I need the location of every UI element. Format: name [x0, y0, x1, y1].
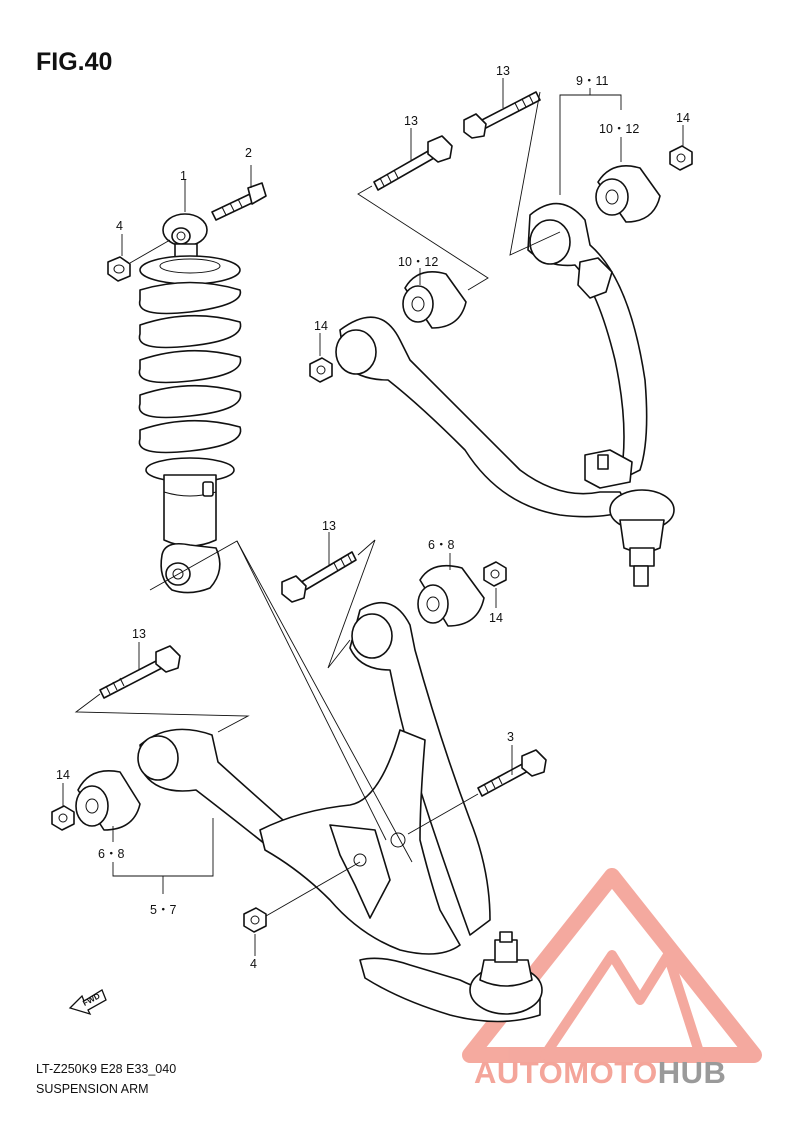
lower-ball-bolt-3 — [477, 749, 547, 797]
diagram-caption: SUSPENSION ARM — [36, 1082, 149, 1096]
coil-spring — [138, 281, 242, 454]
model-code: LT-Z250K9 E28 E33_040 — [36, 1062, 177, 1076]
callout-13-mid: 13 — [322, 519, 336, 533]
lower-arm — [137, 601, 543, 1023]
callout-10-12-mid: 10・12 — [398, 255, 438, 269]
figure-title: FIG.40 — [36, 48, 113, 76]
callout-14-top-right: 14 — [676, 111, 690, 125]
callout-6-8-upper: 6・8 — [428, 538, 454, 552]
lower-bolt-b — [99, 645, 181, 699]
watermark-logo-icon — [462, 868, 762, 1063]
watermark-text: AUTOMOTOHUB — [474, 1055, 726, 1090]
callout-4-bottom: 4 — [250, 957, 257, 971]
callout-13-lower-left: 13 — [132, 627, 146, 641]
upper-arm — [335, 202, 675, 587]
callout-5-7: 5・7 — [150, 903, 176, 917]
lower-bolt-a — [281, 551, 357, 603]
callout-13-upper-left: 13 — [404, 114, 418, 128]
forward-arrow-icon: FWD — [68, 989, 107, 1016]
upper-bush-rear — [402, 271, 467, 329]
upper-nut-b — [309, 357, 333, 383]
upper-bolt-a — [463, 91, 541, 139]
callout-14-upper-left: 14 — [314, 319, 328, 333]
lower-bush-rear — [75, 770, 141, 831]
lower-nut-a — [483, 561, 507, 587]
lower-nut-4 — [243, 907, 267, 933]
shock-bolt-2 — [211, 182, 267, 221]
shock-absorber — [138, 213, 242, 594]
callout-3: 3 — [507, 730, 514, 744]
lower-nut-b — [51, 805, 75, 831]
callout-6-8-lower: 6・8 — [98, 847, 124, 861]
upper-bush-front — [595, 165, 661, 223]
upper-bolt-b — [373, 135, 453, 191]
shock-nut-4 — [107, 256, 131, 282]
upper-nut-a — [669, 145, 693, 171]
callout-14-lower-left: 14 — [56, 768, 70, 782]
callout-4-top: 4 — [116, 219, 123, 233]
callout-10-12-top: 10・12 — [599, 122, 639, 136]
callout-2: 2 — [245, 146, 252, 160]
callout-1: 1 — [180, 169, 187, 183]
callout-14-mid-right: 14 — [489, 611, 503, 625]
callout-9-11: 9・11 — [576, 74, 608, 88]
lower-bush-front — [417, 564, 485, 627]
watermark-text-part1: AUTOMOTO — [474, 1055, 658, 1090]
watermark-text-part2: HUB — [658, 1055, 727, 1090]
callout-13-top: 13 — [496, 64, 510, 78]
